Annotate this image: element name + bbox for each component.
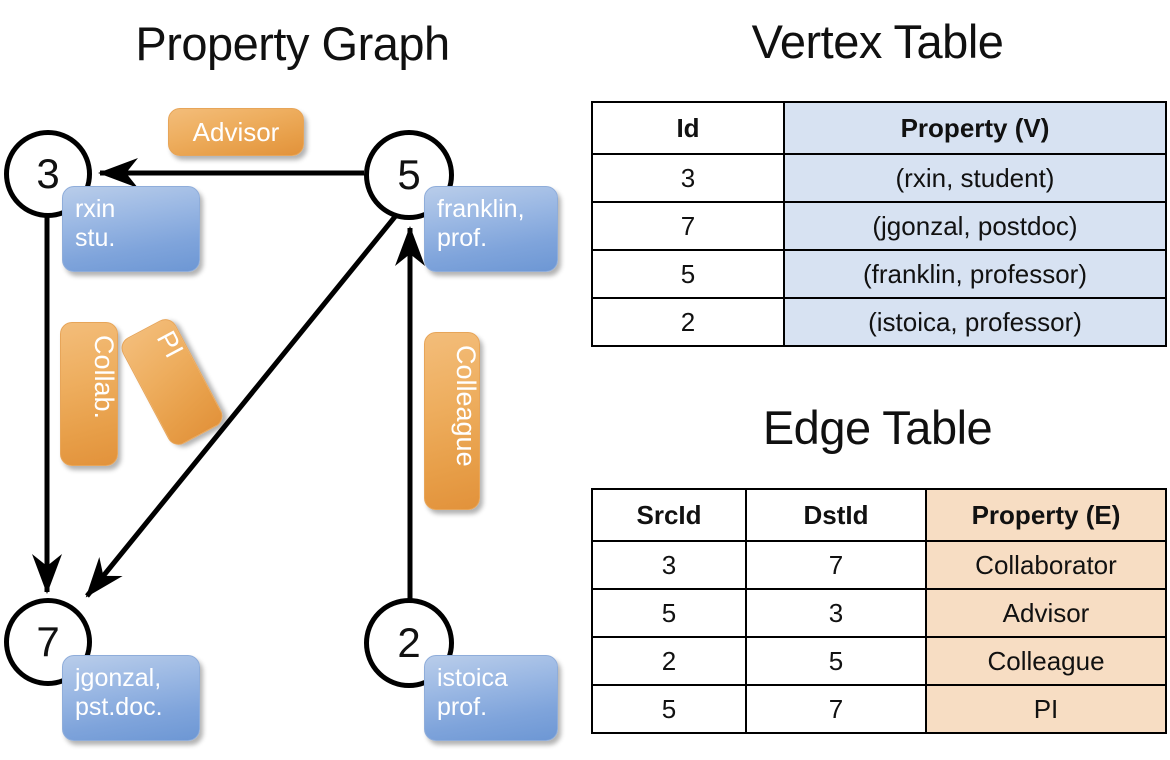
vertex-row-2-property: (franklin, professor): [783, 249, 1167, 299]
edge-row-3-dst: 7: [745, 684, 927, 734]
vertex-row-3-property: (istoica, professor): [783, 297, 1167, 347]
graph-node-2-label: 2: [397, 619, 421, 666]
edge-label-box-collab[interactable]: Collab.: [60, 322, 119, 466]
table-row[interactable]: 2 5 Colleague: [591, 636, 1167, 686]
edge-row-0-property: Collaborator: [925, 540, 1167, 590]
edge-row-2-dst: 5: [745, 636, 927, 686]
table-row[interactable]: 5 (franklin, professor): [591, 249, 1167, 299]
edge-row-3-src: 5: [591, 684, 747, 734]
page-title-property-graph: Property Graph: [135, 17, 450, 70]
vertex-property-box-3[interactable]: rxin stu.: [62, 186, 200, 272]
edge-row-2-src: 2: [591, 636, 747, 686]
vertex-property-box-5[interactable]: franklin, prof.: [424, 186, 558, 272]
graph-node-3-label: 3: [36, 150, 60, 197]
edge-row-3-property: PI: [925, 684, 1167, 734]
edge-table-header-srcid: SrcId: [591, 488, 747, 542]
edge-row-2-property: Colleague: [925, 636, 1167, 686]
edge-row-1-property: Advisor: [925, 588, 1167, 638]
vertex-property-box-2[interactable]: istoica prof.: [424, 655, 558, 741]
table-row[interactable]: 3 7 Collaborator: [591, 540, 1167, 590]
edge-label-collab-text: Collab.: [89, 335, 119, 420]
vertex-row-1-id: 7: [591, 201, 785, 251]
vertex-property-box-5-text: franklin, prof.: [437, 195, 525, 252]
page-title-vertex-table: Vertex Table: [751, 15, 1004, 68]
edge-label-box-advisor[interactable]: Advisor: [168, 108, 304, 156]
graph-node-7-label: 7: [36, 618, 60, 665]
vertex-table-header-property: Property (V): [783, 101, 1167, 155]
vertex-property-box-3-text: rxin stu.: [75, 195, 116, 252]
edge-table: SrcId DstId Property (E) 3 7 Collaborato…: [591, 488, 1167, 734]
graph-node-5-label: 5: [397, 151, 421, 198]
vertex-property-box-2-text: istoica prof.: [437, 664, 508, 721]
table-row[interactable]: 7 (jgonzal, postdoc): [591, 201, 1167, 251]
table-row[interactable]: 5 3 Advisor: [591, 588, 1167, 638]
edge-row-1-dst: 3: [745, 588, 927, 638]
vertex-row-1-property: (jgonzal, postdoc): [783, 201, 1167, 251]
vertex-table-header-row: Id Property (V): [591, 101, 1167, 155]
edge-line-5-to-7: [85, 211, 400, 598]
edge-row-1-src: 5: [591, 588, 747, 638]
edge-label-advisor-text: Advisor: [192, 116, 280, 147]
vertex-property-box-7[interactable]: jgonzal, pst.doc.: [62, 655, 200, 741]
table-row[interactable]: 3 (rxin, student): [591, 153, 1167, 203]
vertex-row-0-id: 3: [591, 153, 785, 203]
edge-label-colleague-text: Colleague: [451, 345, 481, 467]
graph-edges-svg: [32, 158, 425, 600]
edge-row-0-src: 3: [591, 540, 747, 590]
edge-row-0-dst: 7: [745, 540, 927, 590]
property-graph-diagram: 3 5 7 2 rxin stu. franklin, prof. jgonza…: [4, 108, 558, 741]
edge-label-box-colleague[interactable]: Colleague: [424, 332, 481, 510]
edge-table-header-row: SrcId DstId Property (E): [591, 488, 1167, 542]
graph-node-5[interactable]: 5: [364, 130, 454, 220]
vertex-table: Id Property (V) 3 (rxin, student) 7 (jgo…: [591, 101, 1167, 347]
vertex-row-3-id: 2: [591, 297, 785, 347]
vertex-property-box-7-text: jgonzal, pst.doc.: [75, 664, 163, 721]
vertex-table-header-id: Id: [591, 101, 785, 155]
edge-table-header-property: Property (E): [925, 488, 1167, 542]
table-row[interactable]: 2 (istoica, professor): [591, 297, 1167, 347]
vertex-row-0-property: (rxin, student): [783, 153, 1167, 203]
graph-node-2[interactable]: 2: [364, 598, 454, 688]
page-title-edge-table: Edge Table: [762, 401, 993, 454]
table-row[interactable]: 5 7 PI: [591, 684, 1167, 734]
vertex-row-2-id: 5: [591, 249, 785, 299]
edge-table-header-dstid: DstId: [745, 488, 927, 542]
